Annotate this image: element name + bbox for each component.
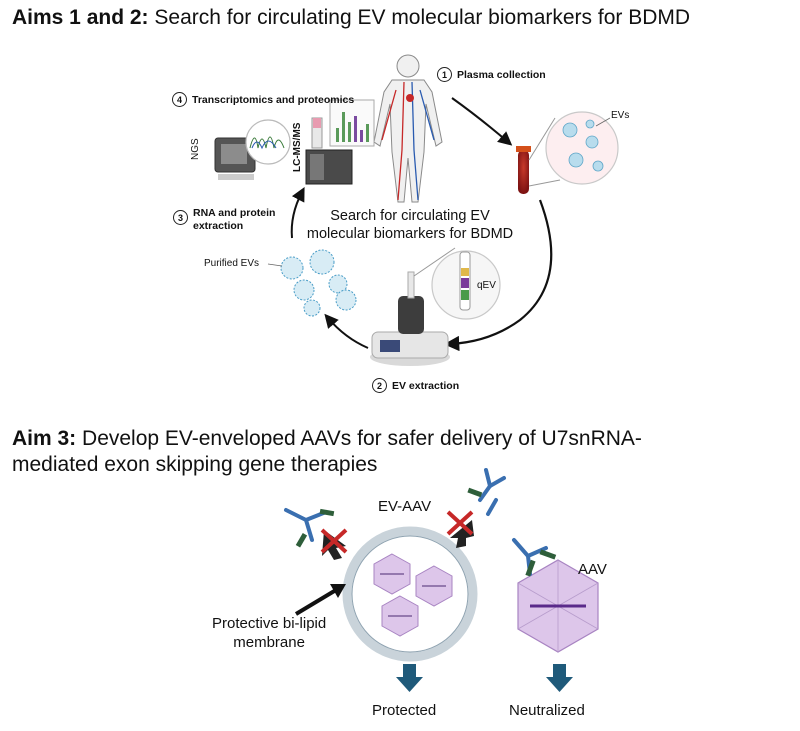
purified-pointer	[267, 263, 283, 267]
antigen-left-1	[295, 532, 308, 548]
lcms-label: LC-MS/MS	[292, 122, 303, 172]
step-plasma-collection: 1 Plasma collection	[437, 67, 546, 82]
lcms-machine-icon	[305, 117, 353, 185]
step-rna-protein: 3 RNA and protein extraction	[173, 207, 275, 233]
down-arrow-neutralized	[546, 664, 573, 692]
neutralized-label: Neutralized	[509, 702, 585, 719]
aav-capsid-large-icon	[517, 559, 599, 653]
chromatogram-trace	[249, 136, 285, 149]
aims-1-2-bold: Aims 1 and 2:	[12, 6, 149, 29]
antibody-icon-top	[478, 468, 506, 516]
ev-zoom-circle	[545, 111, 619, 185]
step-2-number: 2	[372, 378, 387, 393]
down-arrow-protected	[396, 664, 423, 692]
step-4-label: Transcriptomics and proteomics	[192, 93, 355, 106]
blood-tube-icon	[516, 146, 531, 194]
step-3-number: 3	[173, 210, 188, 225]
qev-label: qEV	[477, 280, 496, 291]
membrane-label-line1: Protective bi-lipid	[212, 615, 327, 632]
protected-label: Protected	[372, 702, 437, 719]
membrane-label-line2: membrane	[233, 634, 305, 651]
qev-column-icon	[459, 251, 471, 311]
step-4-number: 4	[172, 92, 187, 107]
arrow-plasma-to-tube	[451, 97, 513, 146]
step-2-label: EV extraction	[392, 379, 460, 392]
blocked-arrow-top	[446, 510, 474, 548]
antigen-left-2	[319, 508, 335, 517]
step-1-number: 1	[437, 67, 452, 82]
step-3-label-line1: RNA and protein	[193, 207, 276, 219]
arrow-extraction-to-evs	[324, 313, 369, 349]
antigen-aav-1	[525, 559, 536, 577]
ev-extraction-device-icon	[370, 271, 450, 366]
arrow-tube-to-extraction	[443, 199, 553, 352]
aims-1-2-text: Search for circulating EV molecular biom…	[148, 6, 691, 29]
membrane-pointer-head	[330, 584, 346, 598]
ev-aav-label: EV-AAV	[378, 498, 432, 515]
bi-lipid-membrane	[342, 526, 478, 662]
antigen-top-1	[467, 487, 483, 498]
membrane-pointer-line	[294, 588, 338, 616]
aim-3-line2: mediated exon skipping gene therapies	[12, 453, 378, 476]
arrow-evs-to-omics	[290, 187, 305, 239]
antigen-aav-2	[539, 549, 557, 560]
zoom-line-top	[528, 117, 556, 161]
blocked-arrow-left	[320, 528, 348, 560]
human-body-icon	[373, 54, 443, 203]
cycle-center-text: Search for circulating EV molecular biom…	[300, 207, 520, 243]
aim-3-heading: Aim 3: Develop EV-enveloped AAVs for saf…	[12, 426, 792, 478]
cycle-center-line1: Search for circulating EV	[330, 208, 490, 224]
step-3-label-line2: extraction	[193, 220, 244, 232]
membrane-label: Protective bi-lipid membrane	[212, 614, 326, 652]
mass-spectrum-bars	[336, 112, 369, 142]
step-1-label: Plasma collection	[457, 68, 546, 81]
capsid-payload-lines	[380, 573, 446, 617]
zoom-line-bottom	[528, 179, 561, 187]
aims-1-2-heading: Aims 1 and 2: Search for circulating EV …	[12, 6, 690, 30]
aav-label: AAV	[578, 561, 607, 578]
evs-label: EVs	[611, 110, 630, 121]
step-ev-extraction: 2 EV extraction	[372, 378, 459, 393]
aim-3-line1: Develop EV-enveloped AAVs for safer deli…	[76, 427, 642, 450]
step-transcriptomics: 4 Transcriptomics and proteomics	[172, 92, 354, 107]
purified-evs-icon	[280, 249, 357, 317]
circulatory-system-icon	[381, 81, 435, 201]
chromatogram-zoom-circle	[245, 119, 291, 165]
aim-3-bold: Aim 3:	[12, 427, 77, 450]
qev-zoom-line	[413, 247, 456, 277]
membrane-inner-line	[351, 535, 469, 653]
ngs-label: NGS	[190, 138, 201, 160]
purified-evs-label: Purified EVs	[204, 258, 260, 269]
ev-particles-icon	[562, 119, 604, 172]
ngs-machine-icon	[214, 137, 256, 180]
cycle-center-line2: molecular biomarkers for BDMD	[306, 226, 514, 242]
evs-pointer	[595, 117, 611, 127]
